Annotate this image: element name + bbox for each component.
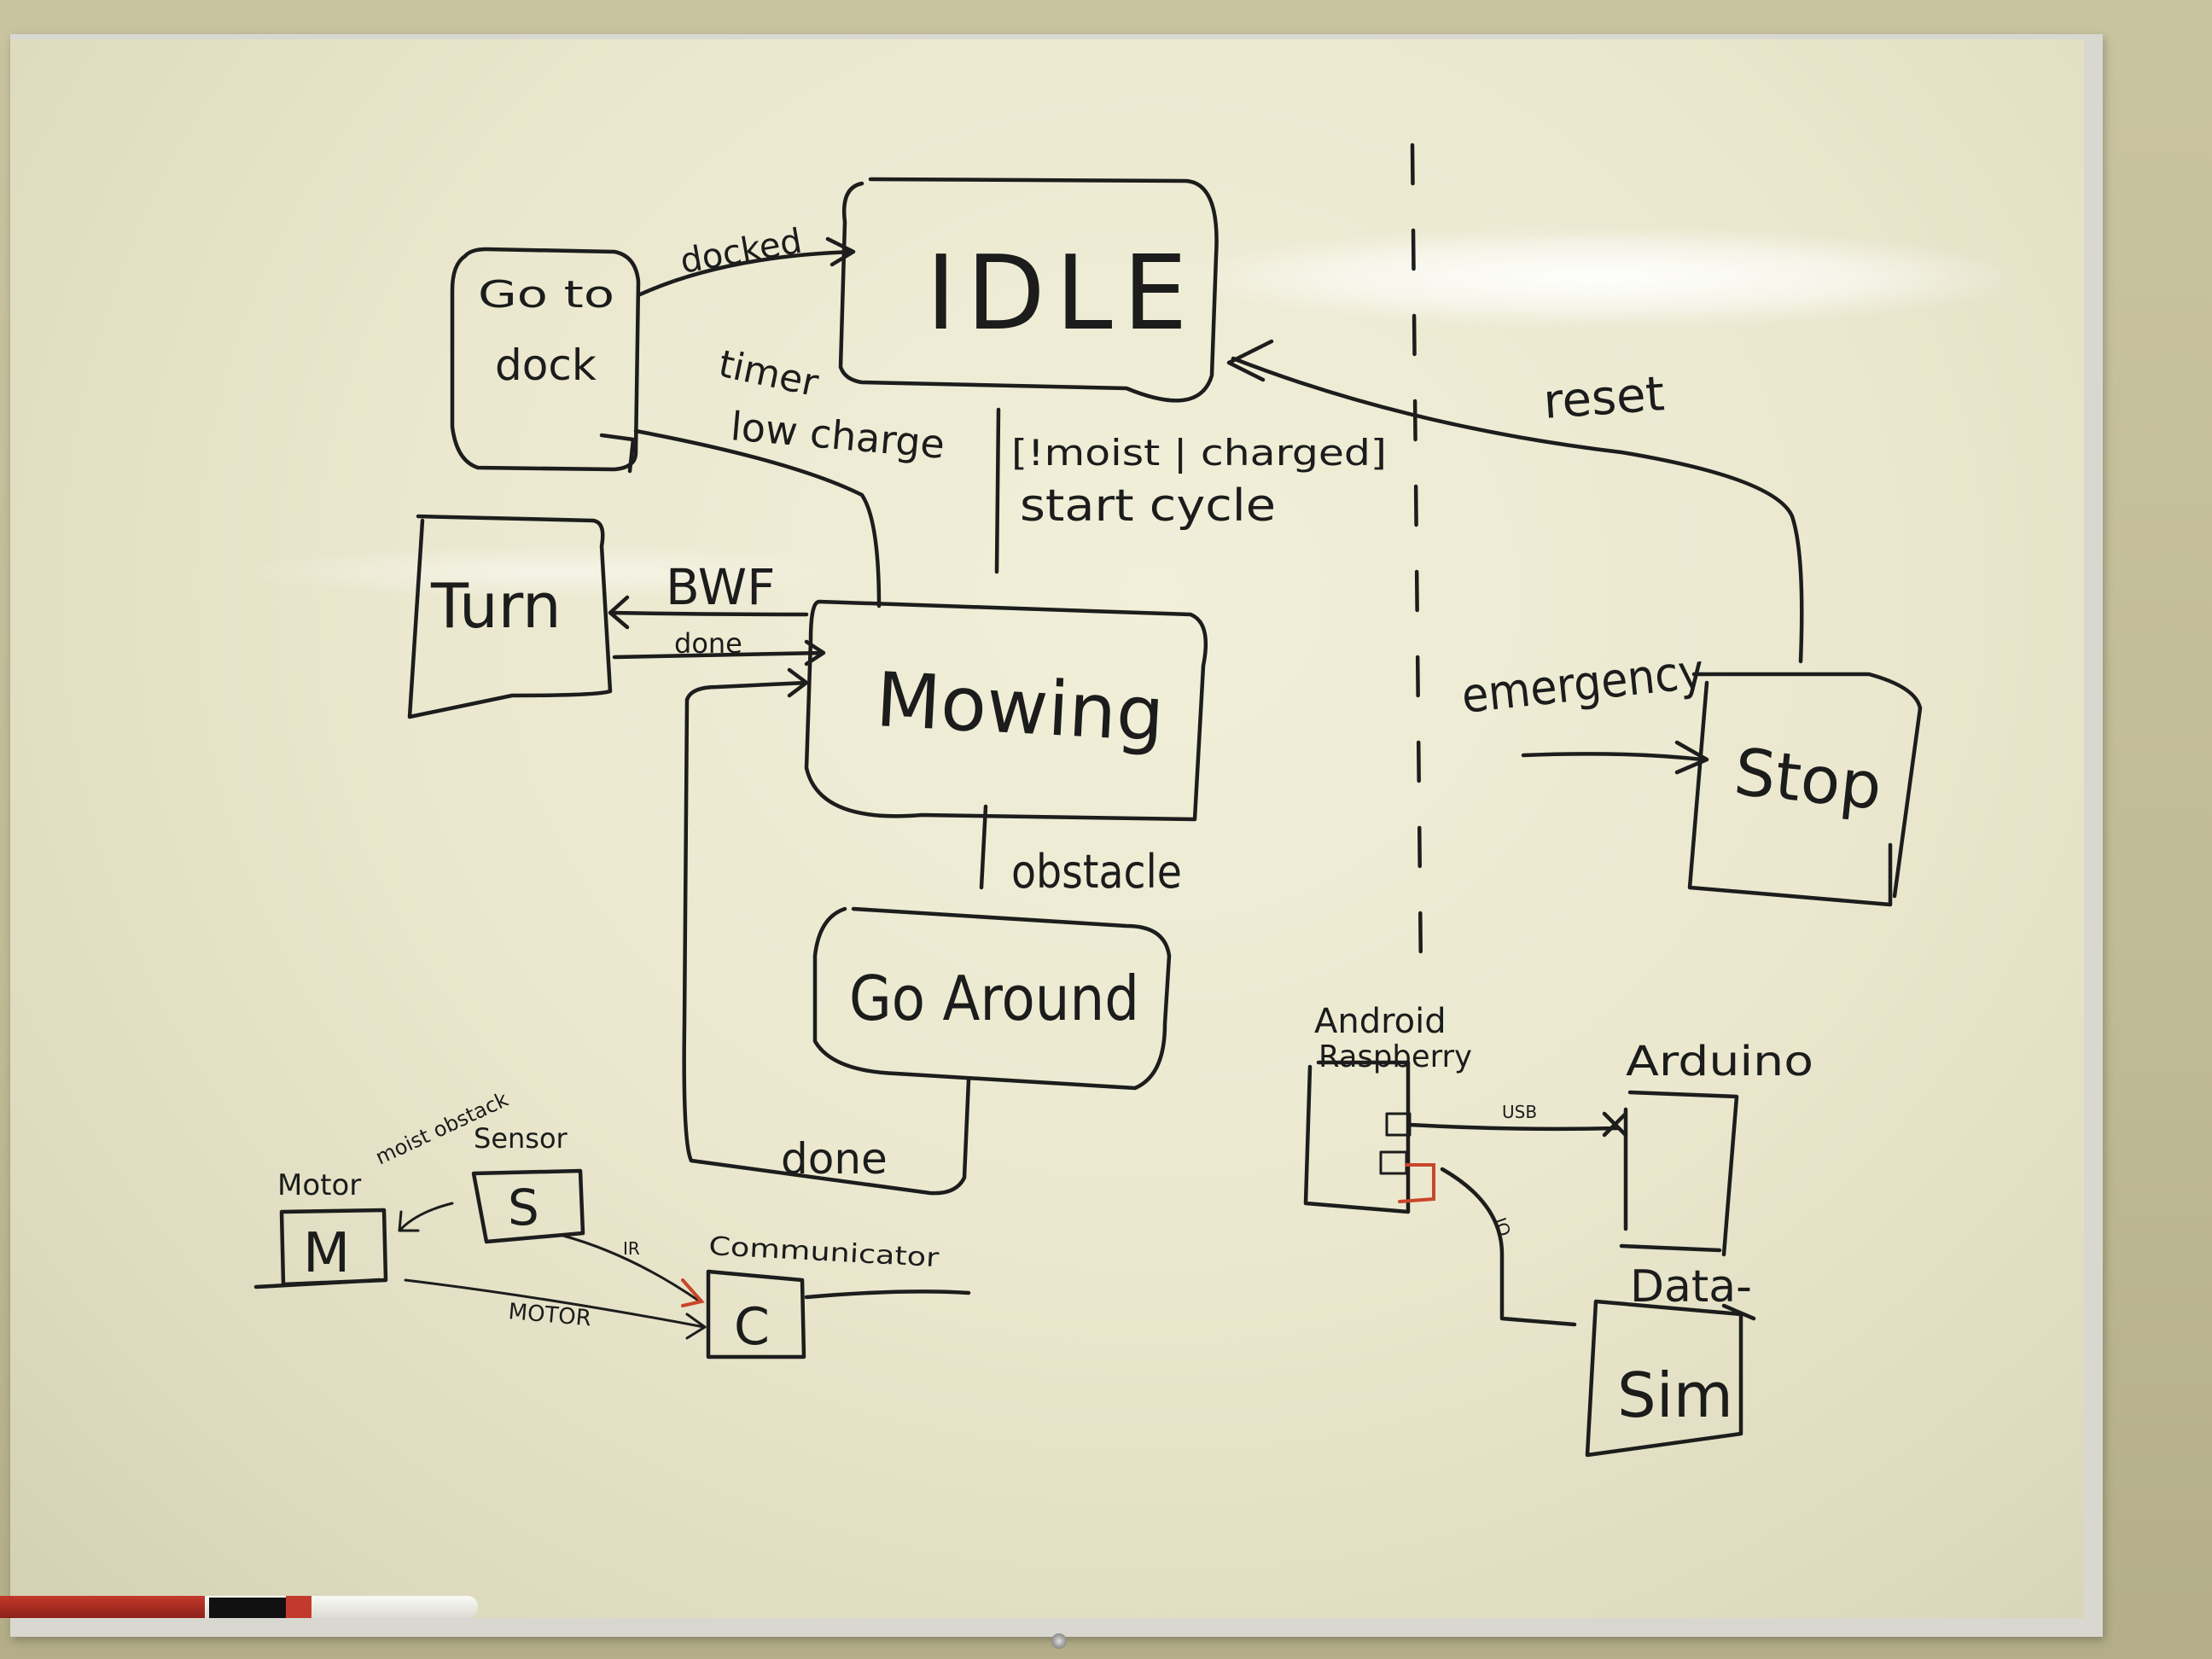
low-charge-line bbox=[633, 428, 882, 608]
idle-label: IDLE bbox=[926, 235, 1197, 353]
obstacle-line bbox=[979, 804, 988, 890]
stop-box bbox=[1687, 672, 1923, 907]
go-to-dock-label-1: Go to bbox=[478, 273, 614, 317]
go-around-done-arrow bbox=[682, 667, 971, 1196]
go-around-done-label: done bbox=[781, 1134, 888, 1184]
sensor-box bbox=[471, 1168, 585, 1244]
sensor-motor-arrow bbox=[398, 1202, 454, 1232]
start-cycle-line bbox=[994, 407, 1001, 574]
android-box bbox=[1303, 1060, 1411, 1214]
bwf-label: BWF bbox=[666, 558, 775, 616]
light-glare-secondary bbox=[256, 546, 853, 597]
usb-port bbox=[1385, 1112, 1412, 1137]
motor-label: Motor bbox=[277, 1168, 361, 1202]
marker-pen-red-stripe bbox=[286, 1596, 311, 1618]
mowing-label: Mowing bbox=[874, 655, 1167, 759]
android-label: Android bbox=[1314, 1002, 1447, 1041]
start-cycle-label: start cycle bbox=[1020, 480, 1276, 532]
idle-box bbox=[838, 177, 1219, 403]
bwf-arrow bbox=[608, 595, 809, 630]
go-around-box bbox=[812, 906, 1172, 1091]
io-port-marker bbox=[1398, 1163, 1435, 1203]
ir-label: IR bbox=[623, 1238, 640, 1259]
obstacle-label: obstacle bbox=[1011, 845, 1182, 899]
sensor-letter: S bbox=[508, 1179, 539, 1237]
light-glare bbox=[1195, 230, 2005, 324]
ir-arrow-head bbox=[681, 1278, 705, 1307]
moist-charged-label: [!moist | charged] bbox=[1011, 432, 1387, 474]
sensor-label: Sensor bbox=[474, 1122, 568, 1155]
motor-box bbox=[253, 1208, 388, 1289]
usb-link bbox=[1407, 1111, 1628, 1138]
motor-link-arrow bbox=[404, 1278, 707, 1340]
go-around-label: Go Around bbox=[849, 963, 1139, 1034]
reset-arrow bbox=[1226, 339, 1804, 664]
emergency-arrow bbox=[1521, 740, 1709, 775]
turn-label: Turn bbox=[430, 570, 562, 642]
marker-pen-red-cap bbox=[0, 1596, 205, 1618]
communicator-label: Communicator bbox=[708, 1231, 940, 1273]
turn-box bbox=[407, 514, 613, 719]
docked-arrow bbox=[637, 236, 856, 297]
turn-done-label: done bbox=[674, 627, 742, 660]
raspberry-label: Raspberry bbox=[1318, 1039, 1472, 1074]
io-port bbox=[1379, 1150, 1408, 1175]
arduino-label: Arduino bbox=[1626, 1038, 1813, 1086]
go-to-dock-box bbox=[450, 247, 641, 474]
ir-arrow bbox=[562, 1234, 701, 1303]
motor-letter: M bbox=[303, 1222, 350, 1285]
usb-label: USB bbox=[1502, 1102, 1537, 1122]
docked-label: docked bbox=[678, 222, 805, 282]
wall-screw bbox=[1051, 1633, 1067, 1649]
communicator-letter: C bbox=[734, 1297, 770, 1357]
reset-label: reset bbox=[1541, 366, 1666, 430]
divider-line bbox=[1410, 143, 1423, 975]
io-link bbox=[1440, 1167, 1577, 1327]
datasim-box bbox=[1585, 1299, 1756, 1458]
data-label: Data- bbox=[1630, 1261, 1752, 1313]
mowing-box bbox=[804, 599, 1208, 822]
marker-pen-band bbox=[209, 1598, 286, 1618]
timer-label: timer bbox=[715, 342, 823, 406]
communicator-box bbox=[706, 1269, 971, 1359]
emergency-label: emergency bbox=[1459, 643, 1707, 724]
turn-done-arrow bbox=[612, 639, 826, 667]
sim-label: Sim bbox=[1617, 1359, 1733, 1431]
stop-label: Stop bbox=[1731, 733, 1885, 824]
go-to-dock-label-2: dock bbox=[495, 341, 597, 390]
arduino-box bbox=[1619, 1090, 1739, 1257]
